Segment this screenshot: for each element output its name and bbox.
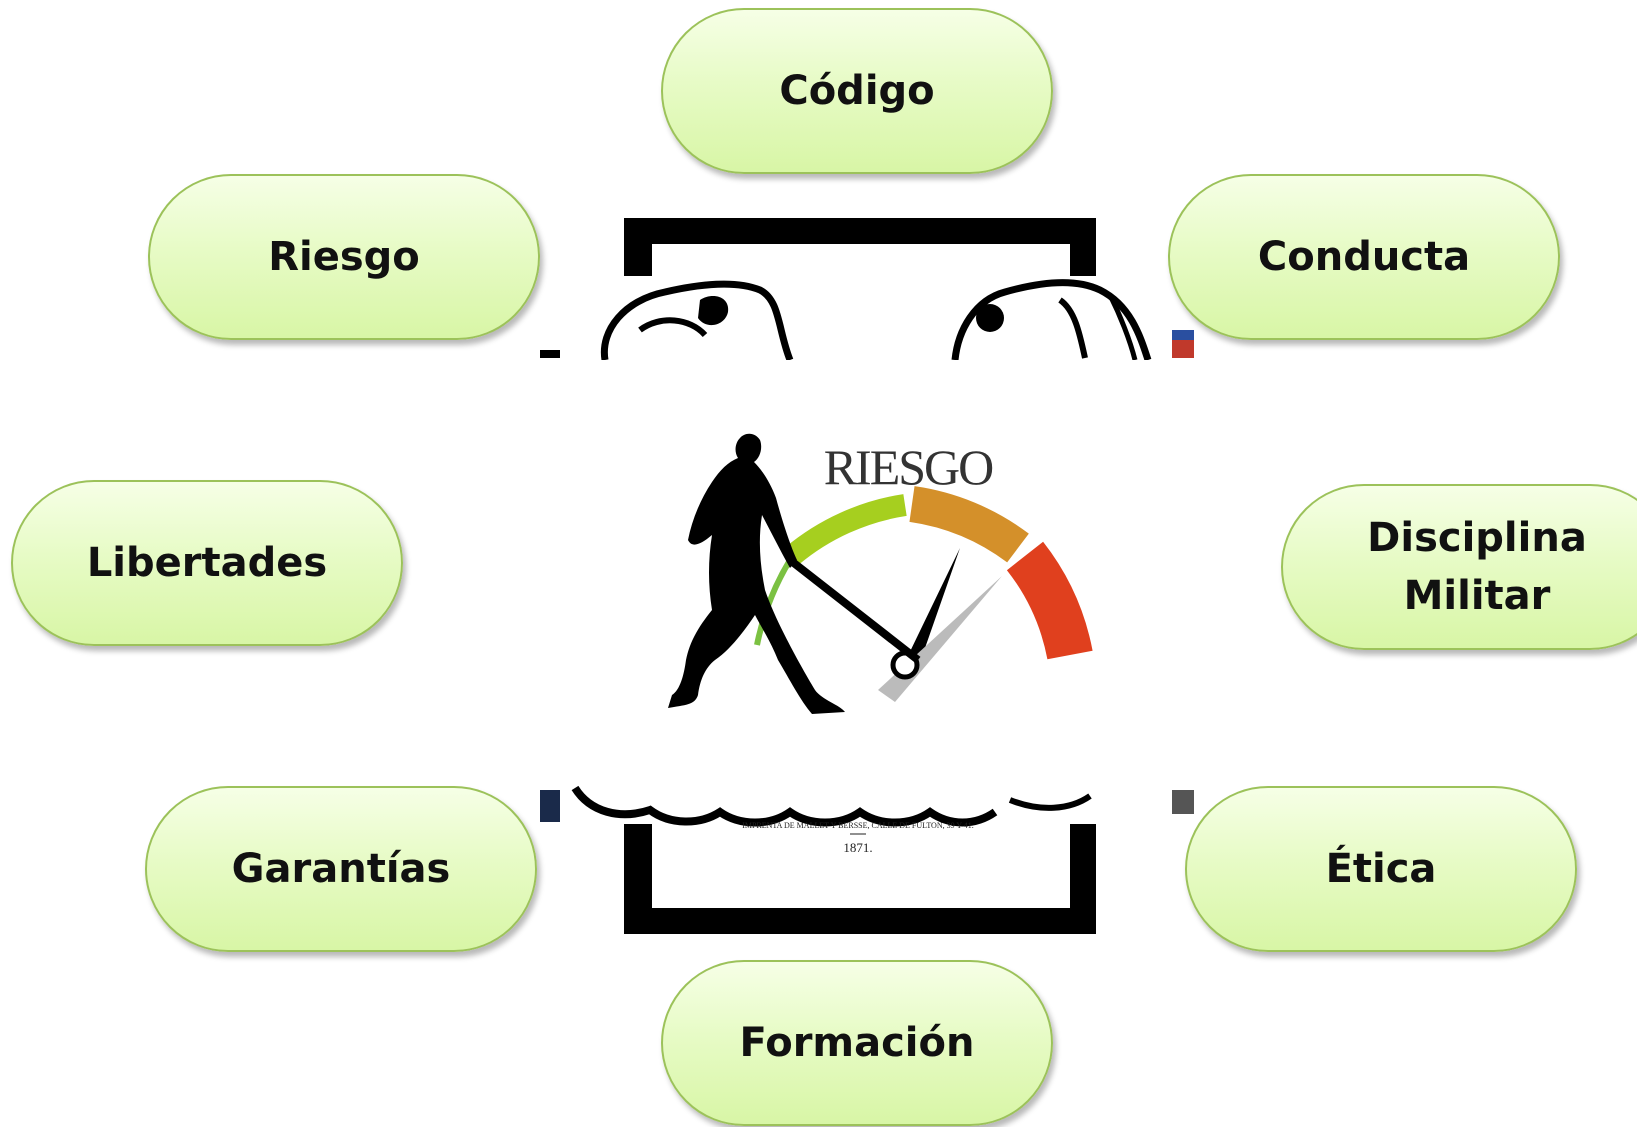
node-garantias: Garantías [145, 786, 537, 952]
logo-background [540, 360, 1170, 788]
logo-word: RIESGO [824, 439, 993, 495]
node-label: Riesgo [268, 234, 420, 280]
node-label: Libertades [86, 540, 328, 586]
node-label: Formación [739, 1020, 975, 1066]
node-formacion: Formación [661, 960, 1053, 1126]
node-label: Conducta [1257, 234, 1471, 280]
node-codigo: Código [661, 8, 1053, 174]
node-label: Código [779, 68, 935, 114]
document-year-text: 1871. [843, 840, 872, 855]
fists-top-image [540, 276, 1194, 362]
person-silhouette [668, 433, 845, 714]
lever-bar [787, 556, 921, 664]
node-label: Garantías [231, 846, 451, 892]
gauge-arc-green-thin [754, 558, 793, 646]
node-label: Ética [1325, 846, 1437, 892]
gauge-arc-red [1006, 541, 1093, 660]
risk-gauge-logo: RIESGO [668, 433, 1093, 714]
node-riesgo: Riesgo [148, 174, 540, 340]
document-footer-text: IMPRENTA DE MALLET Y BERSSE, CALLE DE FU… [742, 821, 974, 830]
fists-bottom-image: IMPRENTA DE MALLET Y BERSSE, CALLE DE FU… [540, 785, 1194, 855]
node-conducta: Conducta [1168, 174, 1560, 340]
gauge-arc-yellow-green [784, 494, 907, 565]
node-libertades: Libertades [11, 480, 403, 646]
node-etica: Ética [1185, 786, 1577, 952]
node-label: Disciplina Militar [1367, 515, 1587, 619]
gauge-arc-orange [909, 486, 1029, 563]
node-disciplina-militar: Disciplina Militar [1281, 484, 1637, 650]
gauge-needle-black [905, 548, 960, 668]
